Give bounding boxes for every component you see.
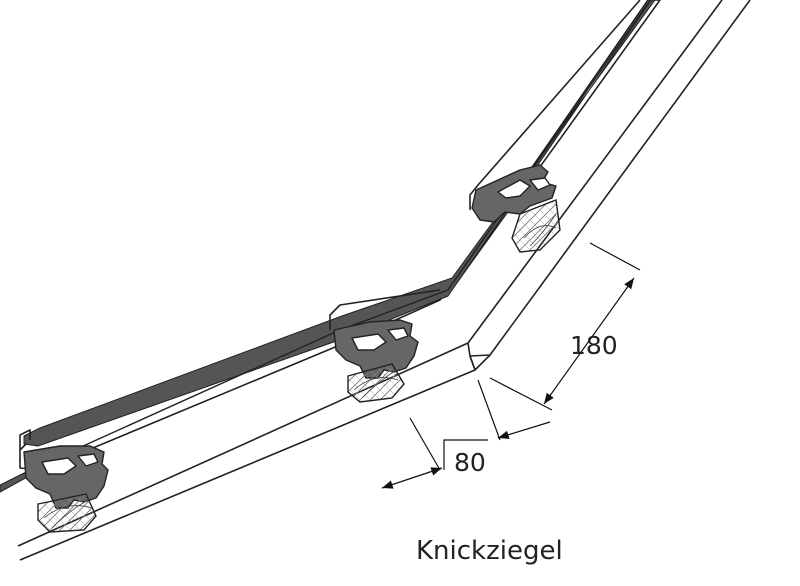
dimension-180-label: 180	[570, 331, 618, 360]
tile-clip-middle	[333, 319, 419, 379]
drawing-caption: Knickziegel	[416, 536, 563, 566]
dimension-180	[489, 242, 641, 411]
batten-middle	[347, 363, 405, 403]
tile-clip-lower	[23, 445, 109, 509]
batten-lower	[37, 493, 97, 533]
roof-tile-sheet	[0, 0, 661, 493]
batten-upper	[511, 199, 561, 253]
knick-tile-outline	[17, 0, 751, 561]
dimension-80	[381, 379, 551, 489]
tile-clip-upper	[471, 164, 557, 223]
tile-returns	[19, 0, 641, 450]
dimension-80-label: 80	[454, 448, 486, 477]
